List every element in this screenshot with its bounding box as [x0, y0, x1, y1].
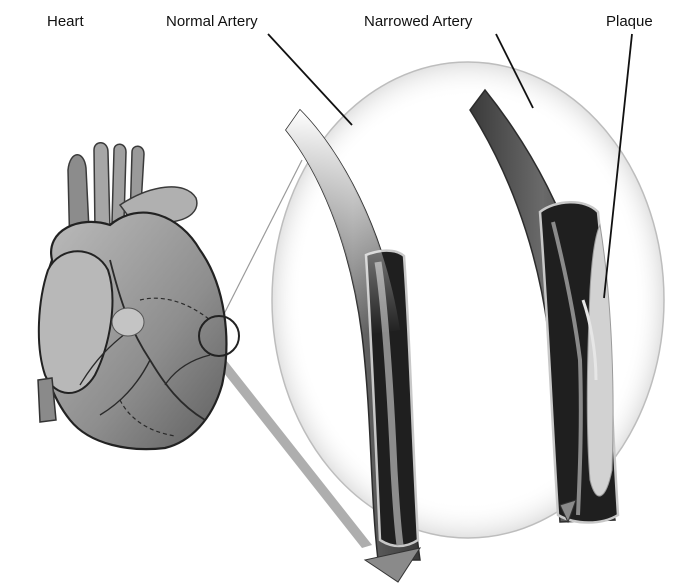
narrowed-artery-label: Narrowed Artery	[364, 13, 472, 30]
normal-artery-leader	[268, 34, 352, 125]
heart-illustration	[38, 143, 239, 449]
heart-label: Heart	[47, 13, 84, 30]
normal-artery-label: Normal Artery	[166, 13, 258, 30]
plaque-label: Plaque	[606, 13, 653, 30]
